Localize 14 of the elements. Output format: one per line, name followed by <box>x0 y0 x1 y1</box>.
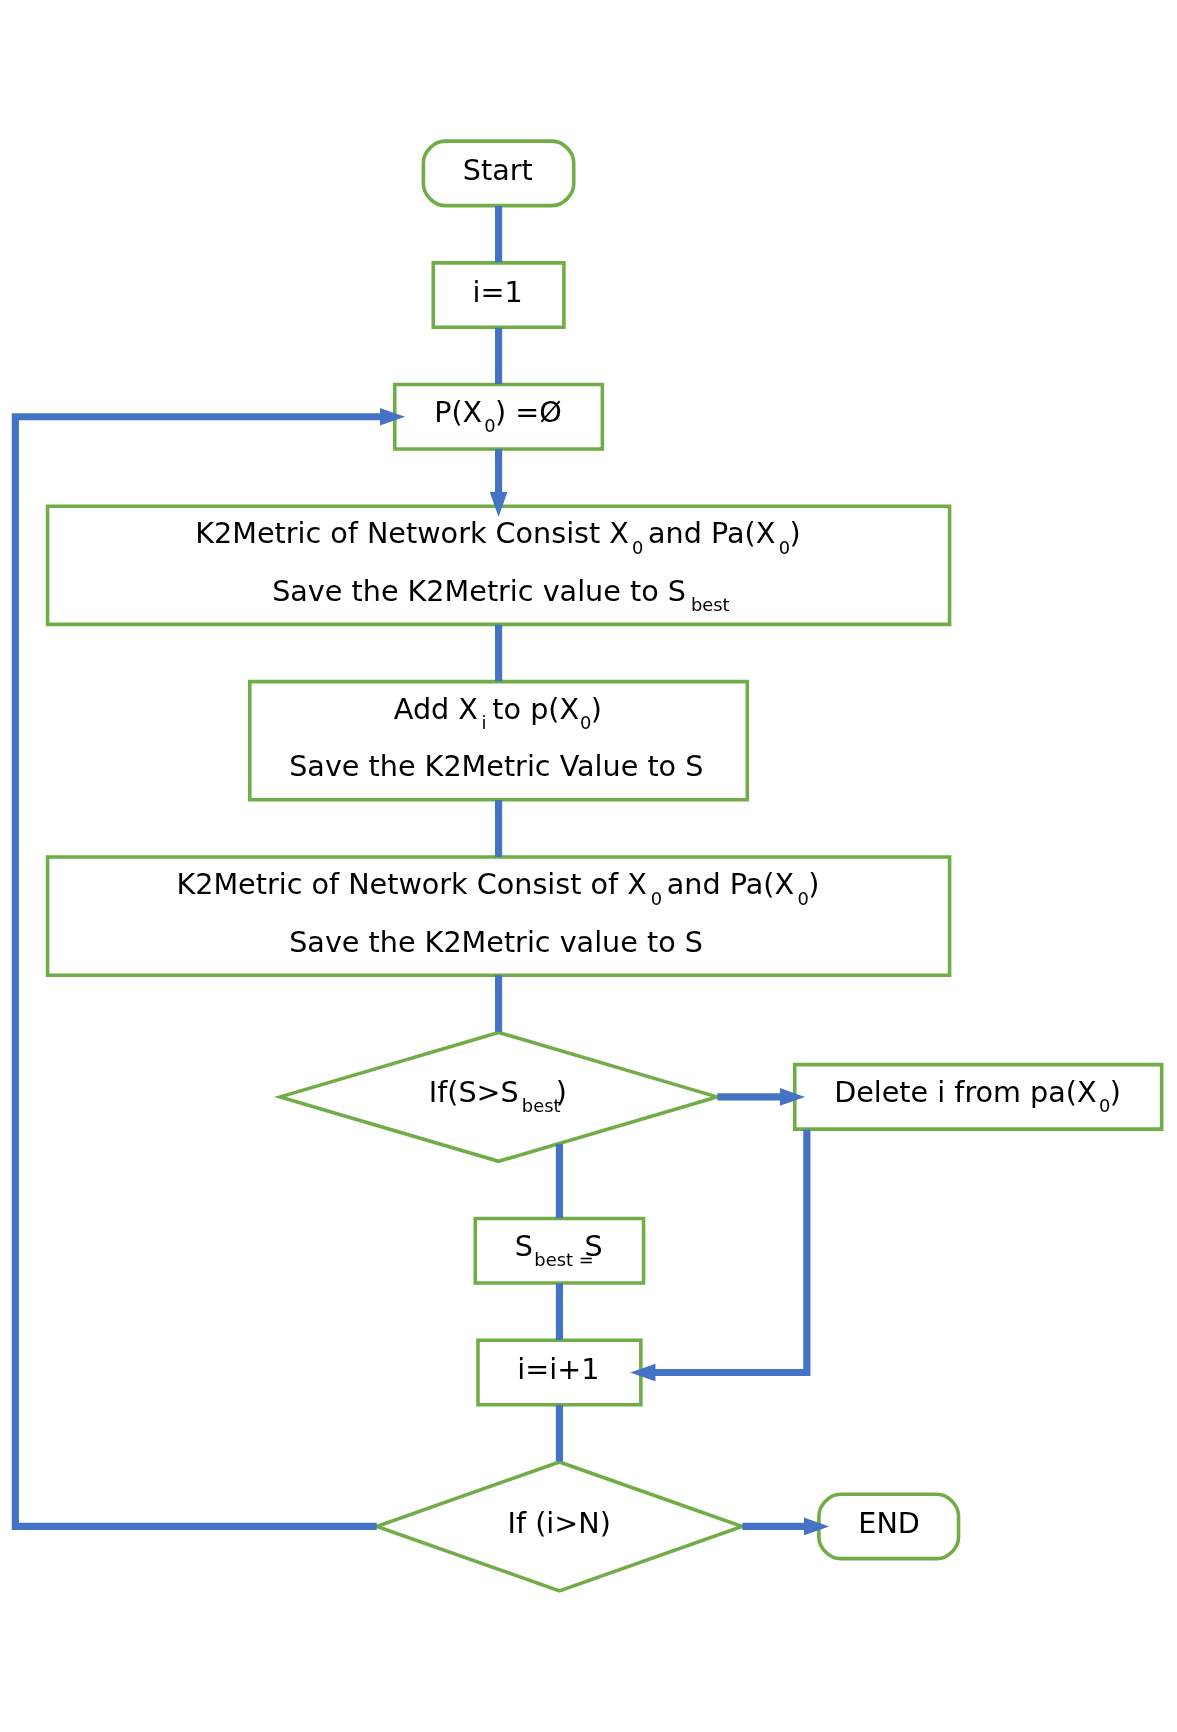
node-box: Start <box>421 139 576 208</box>
node-box: S$_{best =}$S <box>473 1216 646 1285</box>
node-box: K2Metric of Network Consist X$_{0}$ and Pa(X$_{0}$) Save the K2Metric value to S$_{best}$ <box>45 504 952 627</box>
node-box: i=i+1 <box>476 1338 643 1407</box>
node-box: Delete i from pa(X$_{0}$) <box>793 1062 1164 1131</box>
node-box: i=1 <box>431 261 566 330</box>
connector <box>555 1143 563 1219</box>
node-box: END <box>817 1492 961 1561</box>
node-box: P(X$_{0}$) =Ø <box>392 382 605 451</box>
connector <box>495 327 503 385</box>
connector <box>495 624 503 682</box>
node-box: Add X$_{i}$ to p(X$_{0}$) Save the K2Metric Value to S <box>248 679 750 802</box>
node-box: K2Metric of Network Consist of X$_{0}$ and Pa(X$_{0}$) Save the K2Metric value to S <box>45 855 952 977</box>
arrow <box>11 407 406 1530</box>
